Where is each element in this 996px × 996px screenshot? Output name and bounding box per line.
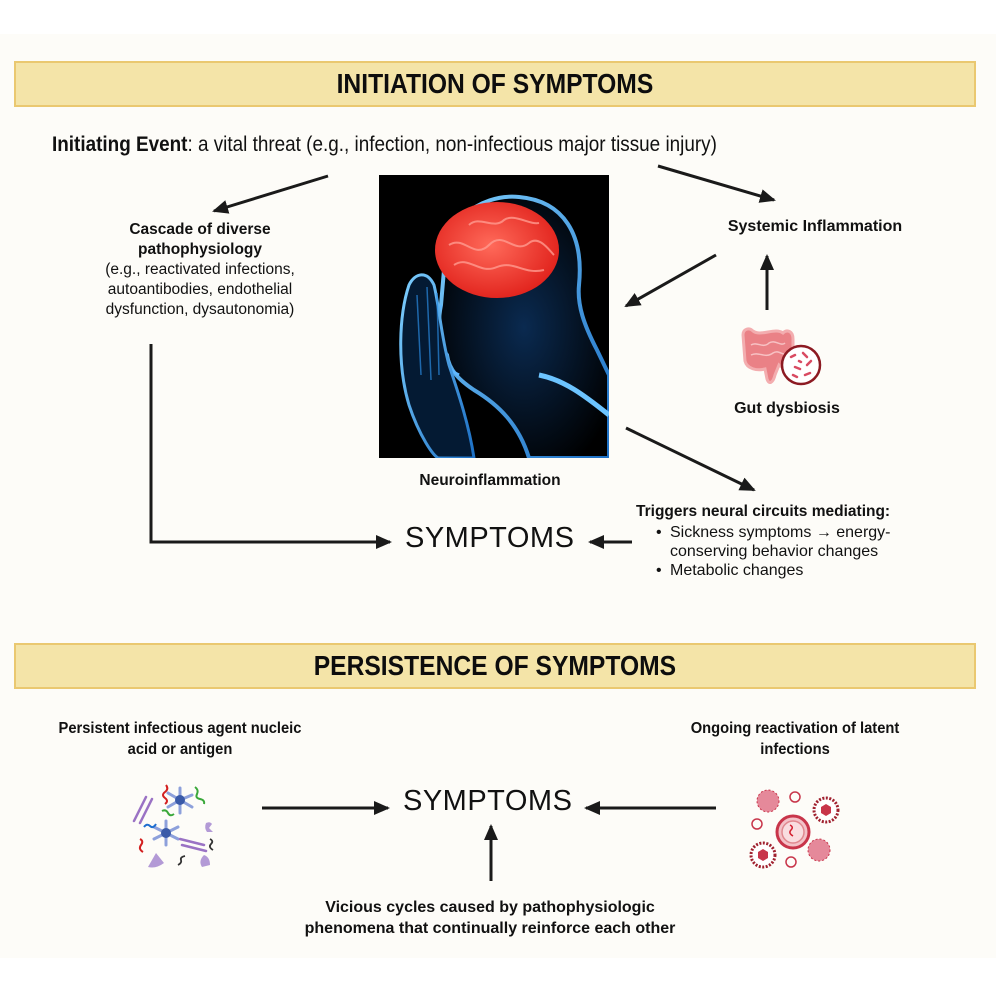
cascade-detail-line2: autoantibodies, endothelial — [107, 281, 293, 298]
virus-particle — [756, 789, 780, 813]
cascade-title-line2: pathophysiology — [138, 241, 262, 258]
trigger-item-metabolic: Metabolic changes — [656, 561, 976, 580]
trigger-item-sickness: Sickness symptoms → energy- conserving b… — [656, 523, 976, 561]
triggers-list: Sickness symptoms → energy- conserving b… — [636, 523, 976, 580]
arrow-event-to-cascade — [212, 174, 329, 214]
initiating-event-text: : a vital threat (e.g., infection, non-i… — [187, 133, 717, 156]
symptoms-initiation: SYMPTOMS — [405, 522, 575, 554]
triggers-block: Triggers neural circuits mediating: Sick… — [636, 503, 976, 580]
latent-reactivation-line2: infections — [760, 741, 830, 758]
cascade-detail-line3: dysfunction, dysautonomia) — [105, 301, 295, 318]
vicious-cycles-line1: Vicious cycles caused by pathophysiologi… — [325, 899, 655, 916]
triggers-heading: Triggers neural circuits mediating: — [636, 503, 891, 520]
antigen-cluster-icon — [130, 783, 230, 873]
trigger-item-sickness-line1: Sickness symptoms → energy- — [670, 524, 891, 541]
initiating-event: Initiating Event: a vital threat (e.g., … — [52, 133, 717, 157]
arrow-event-to-systemic — [657, 164, 776, 203]
systemic-inflammation-label: Systemic Inflammation — [727, 218, 903, 235]
person-brain-illustration — [379, 175, 609, 458]
virus-cluster-icon — [743, 785, 843, 875]
persistence-banner: PERSISTENCE OF SYMPTOMS — [14, 643, 976, 689]
initiation-banner: INITIATION OF SYMPTOMS — [14, 61, 976, 107]
arrow-neuro-to-triggers — [625, 426, 756, 492]
vicious-cycles-line2: phenomena that continually reinforce eac… — [304, 920, 676, 937]
persistence-title: PERSISTENCE OF SYMPTOMS — [313, 650, 677, 681]
latent-reactivation-node: Ongoing reactivation of latent infection… — [652, 718, 937, 760]
hand-silhouette — [399, 273, 476, 458]
trigger-item-sickness-line2: conserving behavior changes — [670, 543, 879, 560]
neuroinflammation-label: Neuroinflammation — [419, 472, 561, 489]
arrow-systemic-to-neuro — [624, 253, 717, 308]
vicious-cycles-node: Vicious cycles caused by pathophysiologi… — [250, 897, 730, 939]
brain-shape — [435, 202, 559, 298]
symptoms-persistence: SYMPTOMS — [403, 785, 573, 817]
cascade-title-line1: Cascade of diverse — [129, 221, 271, 238]
initiation-title: INITIATION OF SYMPTOMS — [336, 68, 654, 99]
virus-particle-large — [775, 814, 811, 850]
arrow-cascade-to-symptoms — [149, 344, 392, 549]
persistent-agent-node: Persistent infectious agent nucleic acid… — [24, 718, 337, 760]
latent-reactivation-line1: Ongoing reactivation of latent — [690, 720, 900, 737]
cascade-node: Cascade of diverse pathophysiology (e.g.… — [60, 220, 340, 320]
neuroinflammation-image — [379, 175, 609, 458]
persistent-agent-line1: Persistent infectious agent nucleic — [58, 720, 302, 737]
gut-dysbiosis-icon — [735, 325, 825, 387]
initiating-event-label: Initiating Event — [52, 133, 188, 156]
cascade-detail-line1: (e.g., reactivated infections, — [105, 261, 295, 278]
gut-dysbiosis-label: Gut dysbiosis — [734, 400, 840, 417]
persistent-agent-line2: acid or antigen — [127, 741, 233, 758]
